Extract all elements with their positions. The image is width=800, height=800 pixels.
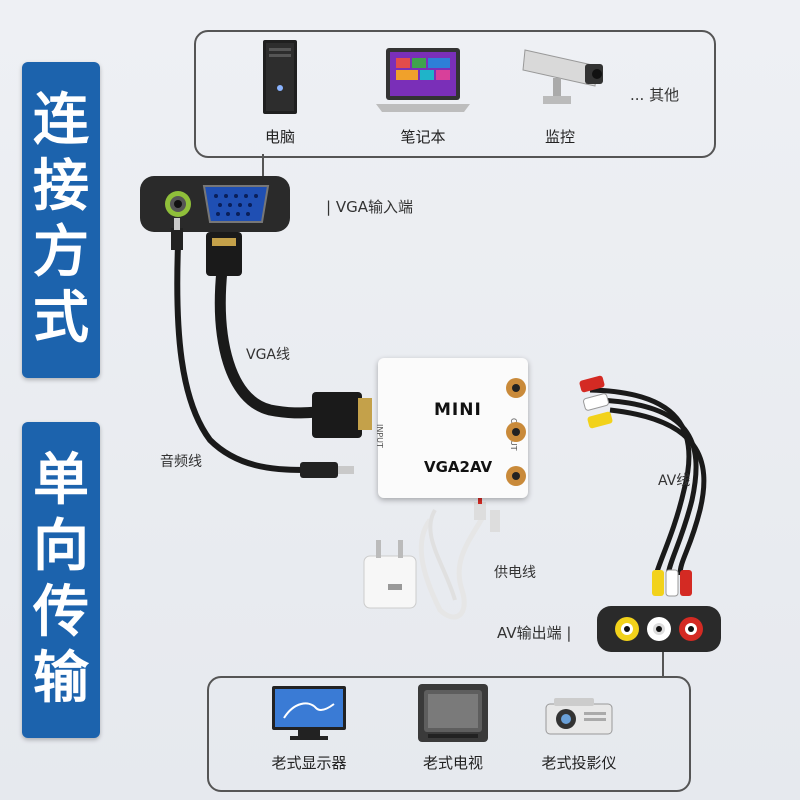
- target-device-label: 老式电视: [422, 754, 483, 772]
- audio-plug: [171, 228, 183, 250]
- converter-input-text: INPUT: [375, 424, 384, 448]
- av-output-label: AV输出端 |: [497, 624, 572, 642]
- av-plugs-top: [579, 375, 613, 429]
- source-devices-box: [194, 30, 716, 158]
- laptop-icon: [376, 48, 470, 112]
- audio-jack-port-icon: [165, 191, 191, 217]
- vga2av-converter: INPUT OUTPUT MINI VGA2AV: [375, 358, 528, 498]
- av-plugs-bottom: [652, 569, 692, 597]
- connector-line: [262, 154, 264, 176]
- audio-cable: [174, 244, 311, 473]
- projector-icon: [545, 698, 613, 735]
- power-adapter: [363, 540, 417, 609]
- side-char: 连: [33, 88, 89, 153]
- vga-cable: [214, 269, 321, 419]
- vga-plug-right: [312, 392, 362, 438]
- source-device-laptop: 笔记本: [368, 38, 478, 147]
- target-device-projector: 老式投影仪: [524, 682, 634, 773]
- source-device-pc: 电脑: [225, 38, 335, 147]
- av-cable: [609, 407, 707, 576]
- connection-method-panel: 连 接 方 式: [22, 62, 100, 378]
- crt-tv-icon: [418, 684, 488, 742]
- side-char: 单: [33, 448, 89, 513]
- vga-input-port-bar: [140, 176, 290, 232]
- converter-model: VGA2AV: [424, 458, 493, 476]
- side-char: 输: [33, 646, 89, 711]
- one-way-transmission-panel: 单 向 传 输: [22, 422, 100, 738]
- source-device-label: 电脑: [264, 128, 295, 146]
- vga-port-icon: [202, 185, 270, 223]
- more-devices-label: ... 其他: [630, 86, 680, 104]
- source-device-camera: 监控: [505, 38, 615, 147]
- audio-plug-end: [300, 462, 338, 478]
- desktop-pc-icon: [263, 40, 297, 114]
- side-char: 方: [33, 220, 89, 285]
- converter-brand: MINI: [434, 400, 482, 420]
- vga-input-label: | VGA输入端: [326, 198, 413, 216]
- security-camera-icon: [522, 49, 603, 104]
- source-device-label: 监控: [544, 128, 575, 146]
- target-device-label: 老式显示器: [271, 754, 347, 772]
- side-char: 接: [33, 154, 89, 219]
- av-output-port-bar: [597, 606, 721, 652]
- source-device-label: 笔记本: [400, 128, 446, 146]
- target-device-label: 老式投影仪: [541, 754, 617, 772]
- flat-monitor-icon: [272, 686, 346, 740]
- side-char: 传: [33, 580, 89, 645]
- converter-rca-jacks: [506, 378, 526, 486]
- vga-cable-label: VGA线: [246, 347, 291, 363]
- av-cable-label: AV线: [658, 473, 691, 489]
- audio-cable-label: 音频线: [160, 454, 202, 470]
- power-cable: [418, 513, 487, 620]
- side-char: 向: [33, 514, 89, 579]
- side-char: 式: [33, 286, 89, 351]
- rca-ports-icon: [615, 617, 703, 641]
- power-cable-label: 供电线: [494, 565, 536, 581]
- target-device-crt-tv: 老式电视: [398, 682, 508, 773]
- target-device-monitor: 老式显示器: [254, 682, 364, 773]
- target-devices-box: [207, 676, 691, 792]
- connector-line: [662, 652, 664, 676]
